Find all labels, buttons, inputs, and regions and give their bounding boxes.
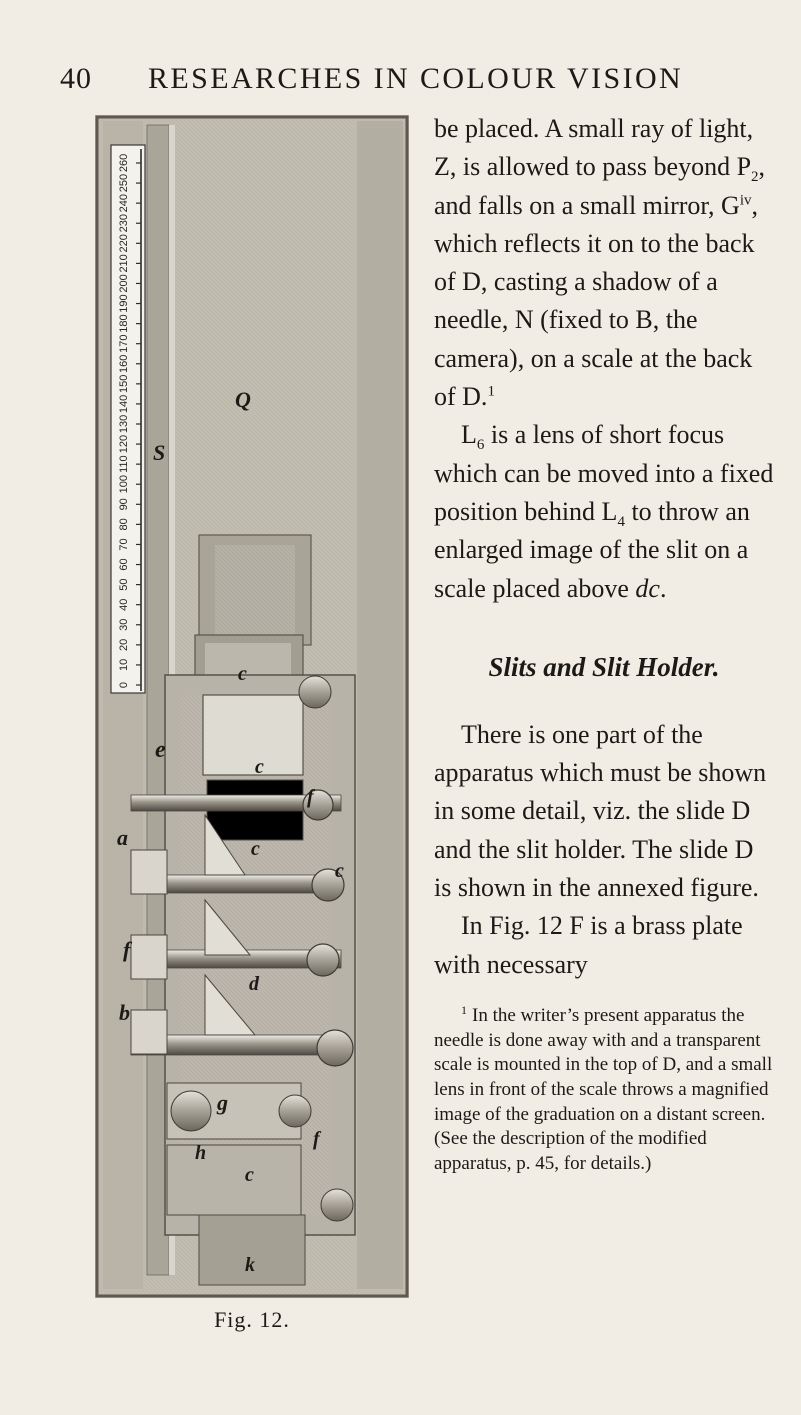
figure-12: 0 10 20 30 40 50 60 70 80 90 100 110 120 130 140 150 160…: [95, 115, 409, 1415]
scale-number: 250: [118, 174, 130, 192]
paragraph-3-text: There is one part of the apparatus which…: [434, 719, 767, 903]
paragraph-1-text-b: , and falls on a small mirror, G: [434, 152, 766, 220]
scale-number: 70: [118, 538, 130, 550]
subscript-l6: 6: [476, 437, 485, 454]
footnote-text: In the writer’s present apparatus the ne…: [434, 1004, 773, 1175]
scale-number: 130: [118, 415, 130, 433]
figure-letter-f-right: f: [307, 786, 316, 808]
scale-number: 80: [118, 518, 130, 530]
page-header: 40 RESEARCHES IN COLOUR VISION: [60, 62, 740, 102]
page-number: 40: [60, 62, 92, 95]
figure-letter-c-bottom: c: [245, 1164, 254, 1186]
scale-number: 120: [118, 435, 130, 453]
figure-letter-g: g: [216, 1090, 228, 1115]
figure-letter-s: S: [153, 440, 165, 465]
book-page: 40 RESEARCHES IN COLOUR VISION: [60, 62, 774, 1332]
italic-dc: dc: [635, 573, 660, 603]
subscript-l4: 4: [617, 514, 625, 531]
figure-letter-d: d: [249, 973, 260, 995]
figure-letter-h: h: [195, 1142, 206, 1164]
figure-plate: 0 10 20 30 40 50 60 70 80 90 100 110 120 130 140 150 160…: [95, 115, 409, 1298]
scale-number: 170: [118, 335, 130, 353]
paragraph-2-text-a: L: [461, 420, 477, 450]
text-column: be placed. A small ray of light, Z, is a…: [434, 110, 774, 1177]
paragraph-2-text-b: is a lens of short focus which can be mo…: [434, 420, 774, 526]
paragraph-1-text-c: , which reflects it on to the back of D,…: [434, 190, 759, 412]
scale-number: 20: [118, 639, 130, 651]
scale-number: 40: [118, 599, 130, 611]
paragraph-3: There is one part of the apparatus which…: [434, 716, 774, 907]
scale-number: 50: [118, 578, 130, 590]
figure-letter-f-lower: f: [313, 1128, 322, 1150]
figure-letter-c-low: c: [251, 838, 260, 860]
scale-number: 110: [118, 455, 130, 473]
scale-number: 200: [118, 274, 130, 292]
figure-letter-e: e: [155, 737, 166, 763]
figure-letter-q: Q: [235, 387, 251, 412]
superscript-giv: iv: [739, 191, 752, 208]
scale-number: 60: [118, 558, 130, 570]
figure-letter-c-right: c: [335, 860, 344, 882]
paragraph-2-text-d: .: [659, 573, 667, 603]
paragraph-2-text-c: to throw an enlarged image of the slit o…: [434, 496, 750, 603]
scale-number: 240: [118, 194, 130, 212]
paragraph-4: In Fig. 12 F is a brass plate with neces…: [434, 907, 774, 984]
scale-number: 0: [118, 682, 130, 688]
figure-letter-c-top: c: [238, 663, 247, 685]
scale-number: 230: [118, 214, 130, 232]
scale-number: 100: [118, 475, 130, 493]
subscript-p2: 2: [751, 169, 759, 186]
figure-caption: Fig. 12.: [214, 1307, 290, 1332]
scale-number: 160: [118, 355, 130, 373]
figure-letter-a: a: [117, 825, 128, 850]
paragraph-4-text: In Fig. 12 F is a brass plate with neces…: [434, 911, 743, 979]
figure-letter-b: b: [119, 1000, 130, 1025]
paragraph-1: be placed. A small ray of light, Z, is a…: [434, 110, 774, 416]
scale-number: 10: [118, 659, 130, 671]
running-title: RESEARCHES IN COLOUR VISION: [148, 62, 684, 95]
figure-letter-k: k: [245, 1254, 255, 1276]
scale-number: 260: [118, 154, 130, 172]
scale-number: 220: [118, 234, 130, 252]
figure-letter-c-mid: c: [255, 756, 264, 778]
scale-number: 150: [118, 375, 130, 393]
scale-number: 90: [118, 498, 130, 510]
footnote-mark: 1: [461, 1002, 467, 1017]
scale-number: 180: [118, 314, 130, 332]
scale-number: 190: [118, 294, 130, 312]
slit-holder-photograph: 0 10 20 30 40 50 60 70 80 90 100 110 120 130 140 150 160…: [95, 115, 409, 1298]
scale-number: 140: [118, 395, 130, 413]
paragraph-1-text-a: be placed. A small ray of light, Z, is a…: [434, 114, 754, 182]
paragraph-2: L6 is a lens of short focus which can be…: [434, 416, 774, 607]
figure-letter-f-left: f: [123, 937, 133, 962]
scale-number: 210: [118, 254, 130, 272]
section-heading: Slits and Slit Holder.: [488, 651, 720, 682]
footnote-reference: 1: [487, 383, 495, 400]
scale-number: 30: [118, 619, 130, 631]
